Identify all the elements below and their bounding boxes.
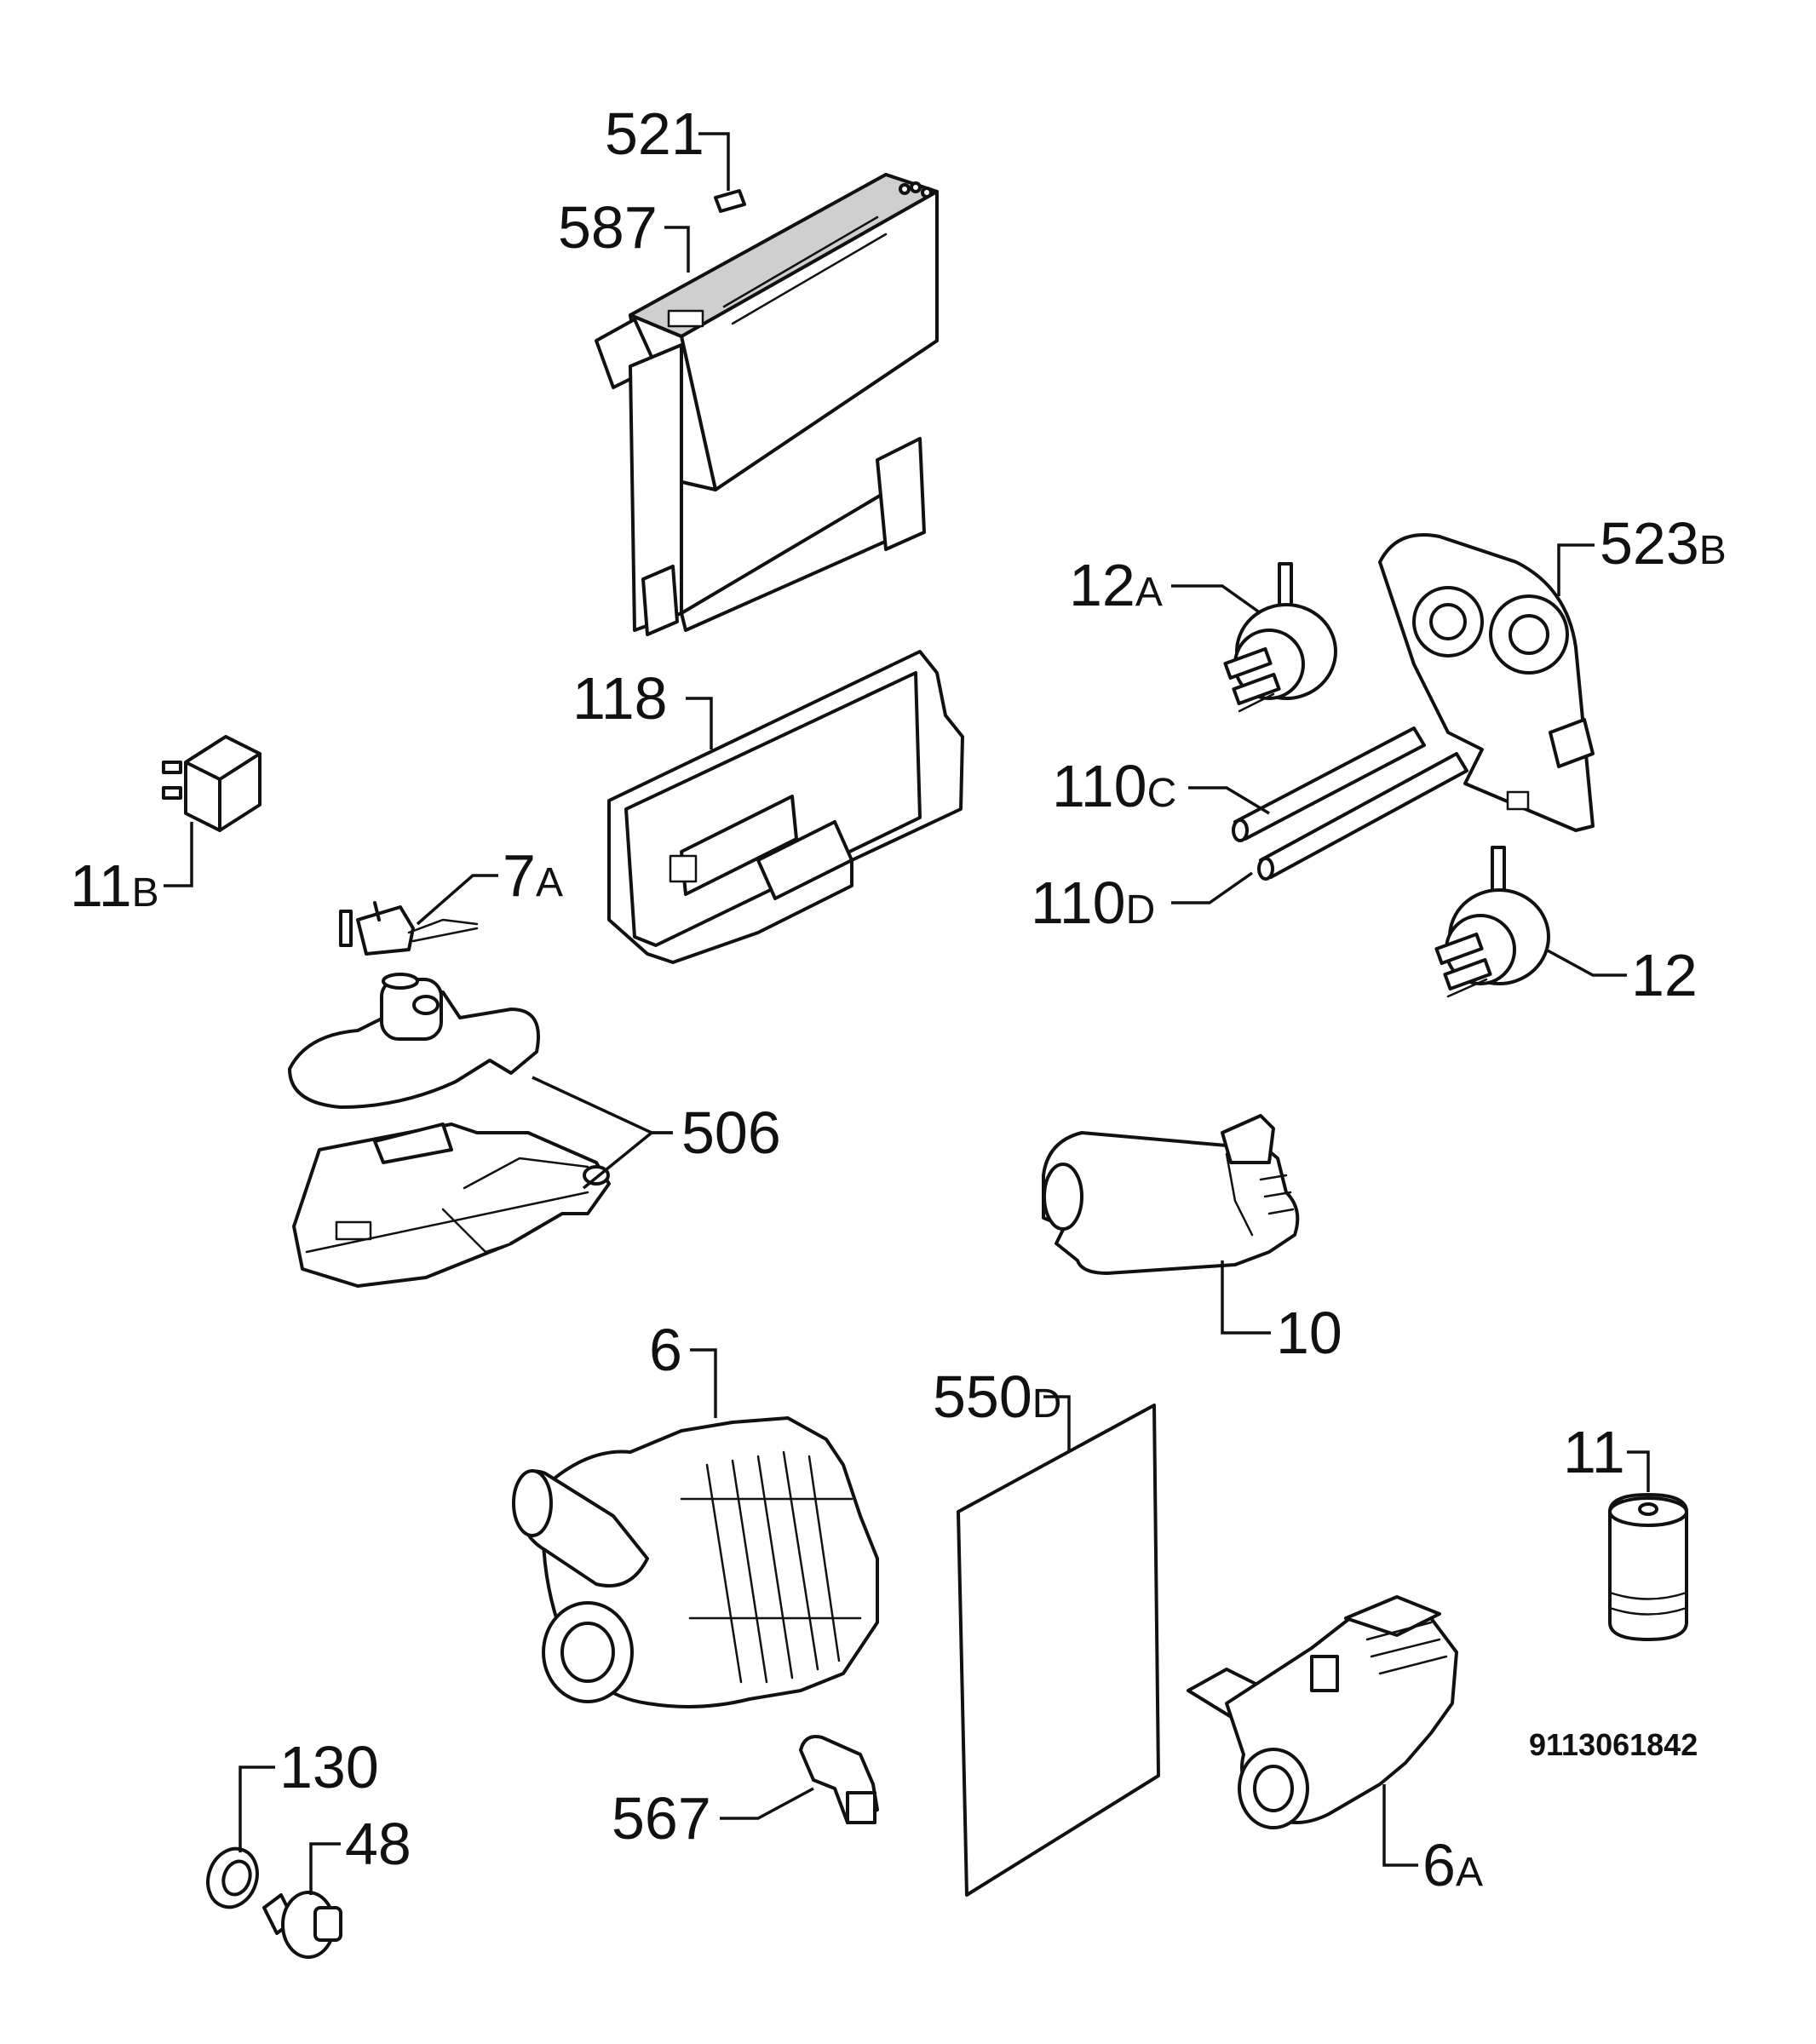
part-521-drawing <box>714 189 746 213</box>
leader-7a <box>416 874 498 926</box>
part-587-control-module-drawing <box>595 173 939 636</box>
leader-6 <box>690 1348 717 1418</box>
leader-506b <box>582 1131 673 1190</box>
part-10-drawing <box>1042 1114 1300 1275</box>
callout-11b: 11B <box>70 853 159 919</box>
callout-6: 6 <box>649 1317 682 1383</box>
callout-48: 48 <box>345 1811 411 1877</box>
leader-130 <box>238 1766 275 1852</box>
leader-587 <box>664 226 690 273</box>
leader-10 <box>1221 1260 1271 1335</box>
leader-12a <box>1171 584 1262 615</box>
leader-lines <box>164 132 1650 1895</box>
callout-12: 12 <box>1631 942 1698 1008</box>
callout-11: 11 <box>1563 1419 1625 1485</box>
leader-118 <box>686 697 713 749</box>
callout-521: 521 <box>605 100 704 167</box>
callout-110c: 110C <box>1052 753 1177 819</box>
callout-587: 587 <box>558 194 658 261</box>
callout-523b: 523B <box>1600 510 1727 577</box>
leader-12 <box>1545 948 1627 977</box>
part-6-pump-motor-drawing <box>512 1416 879 1708</box>
leader-110d <box>1171 871 1254 904</box>
callout-10: 10 <box>1276 1300 1342 1366</box>
callout-506: 506 <box>681 1100 781 1166</box>
callout-12a: 12A <box>1069 552 1163 618</box>
part-550d-sheet-drawing <box>957 1404 1160 1897</box>
part-118-dispenser-drawing <box>607 650 964 964</box>
leader-567 <box>720 1787 814 1820</box>
leader-521 <box>698 132 730 191</box>
part-12a-pressure-switch-drawing <box>1223 562 1337 713</box>
callout-110d: 110D <box>1031 870 1156 936</box>
part-12-pressure-switch-drawing <box>1434 846 1550 998</box>
leader-11b <box>164 822 193 887</box>
leader-6a <box>1382 1784 1418 1867</box>
callout-550d: 550D <box>933 1364 1062 1430</box>
part-506-float-base-drawing <box>292 1122 611 1288</box>
callout-118: 118 <box>572 665 668 732</box>
callout-6a: 6A <box>1422 1832 1483 1898</box>
part-48-plug-drawing <box>262 1891 342 1959</box>
part-7a-switch-drawing <box>339 901 479 956</box>
leader-506a <box>532 1076 673 1134</box>
leader-48 <box>309 1842 341 1895</box>
document-code: 9113061842 <box>1529 1727 1698 1762</box>
callout-567: 567 <box>612 1785 711 1852</box>
part-506-float-cover-drawing <box>288 973 540 1109</box>
leader-550d <box>1043 1395 1071 1452</box>
callout-7a: 7A <box>503 842 563 909</box>
part-11-capacitor-drawing <box>1608 1493 1688 1641</box>
part-11b-relay-drawing <box>162 735 261 832</box>
leader-110c <box>1188 786 1270 815</box>
leader-11 <box>1627 1450 1650 1492</box>
part-130-seal-drawing <box>206 1846 259 1909</box>
part-6a-drain-pump-drawing <box>1187 1595 1458 1829</box>
leader-523b <box>1557 543 1595 596</box>
part-567-clip-drawing <box>799 1735 879 1824</box>
part-523b-drawing <box>1378 533 1595 832</box>
part-110c-110d-hoses-drawing <box>1232 726 1468 881</box>
callout-130: 130 <box>279 1734 379 1800</box>
